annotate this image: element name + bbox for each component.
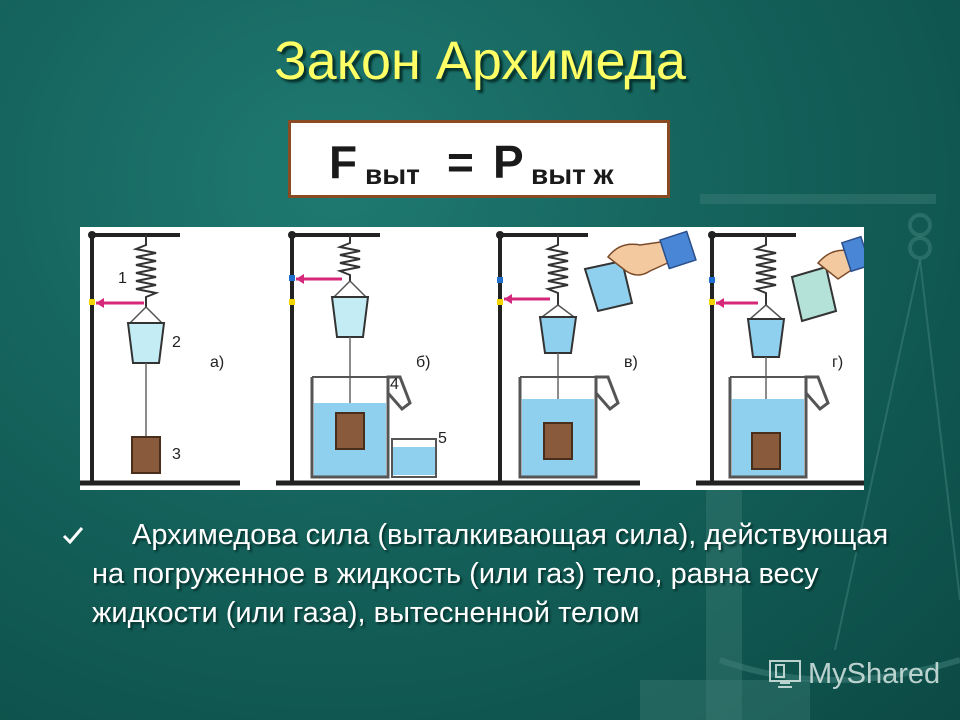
formula-weight-symbol: P [493, 136, 524, 188]
formula-equals: = [447, 136, 474, 188]
formula-box: F выт = P выт ж [288, 120, 670, 198]
bullet-item: Архимедова сила (выталкивающая сила), де… [62, 516, 922, 633]
panel-label-b: б) [416, 354, 431, 371]
panel-label-v: в) [624, 354, 638, 371]
hand-icon [606, 230, 697, 276]
label-4: 4 [390, 376, 399, 393]
panel-label-a: а) [210, 354, 224, 371]
label-3: 3 [172, 446, 181, 463]
formula-force-symbol: F [329, 136, 358, 188]
label-1: 1 [118, 270, 127, 287]
formula-force-subscript: выт [365, 159, 420, 190]
panel-a-apparatus [80, 231, 240, 486]
panel-v-apparatus [484, 231, 640, 486]
bullet-text: Архимедова сила (выталкивающая сила), де… [92, 519, 889, 629]
label-2: 2 [172, 334, 181, 351]
watermark-text: MyShared [808, 657, 941, 690]
formula-weight-subscript: выт ж [531, 159, 614, 190]
experiment-figure: 1 2 3 а) 4 5 [80, 227, 864, 490]
panel-b-apparatus [276, 231, 490, 486]
checkmark-icon [62, 527, 84, 545]
page-title: Закон Архимеда [274, 31, 686, 91]
watermark: MyShared [768, 654, 940, 694]
monitor-icon [769, 660, 801, 688]
label-5: 5 [438, 430, 447, 447]
panel-g-apparatus [696, 231, 864, 486]
panel-label-g: г) [832, 354, 843, 371]
